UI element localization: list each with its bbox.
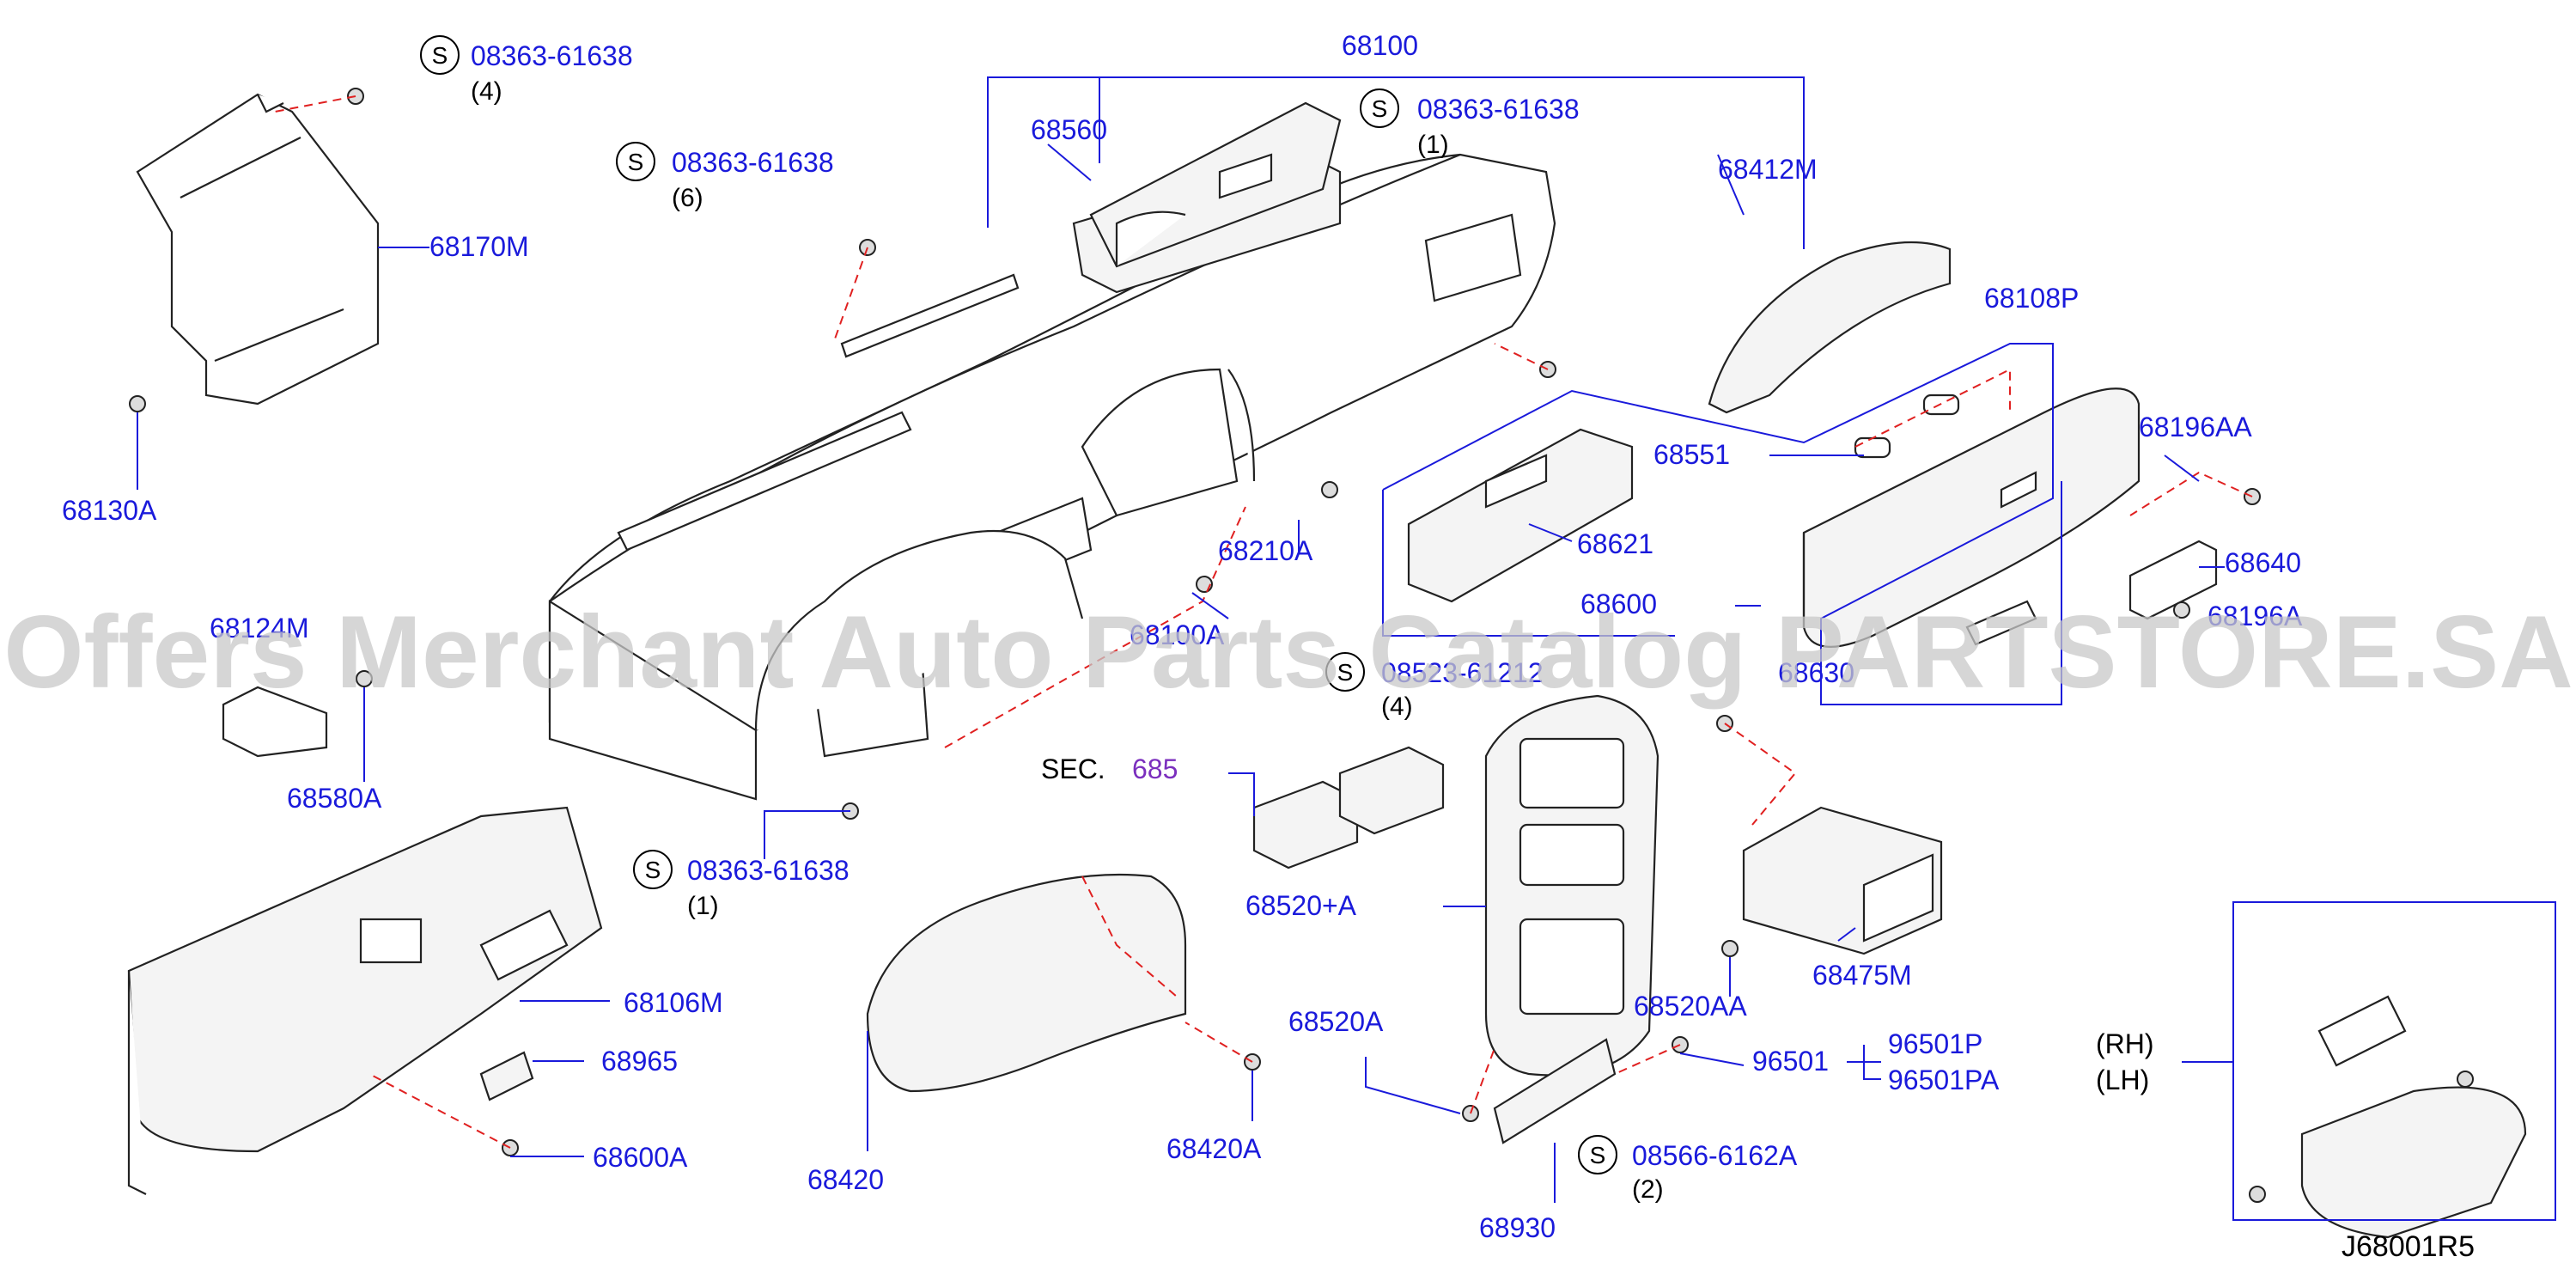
label-68520pa[interactable]: 68520+A [1245,890,1357,921]
part-number-labels: 68100 68560 68412M 68170M 68130A 68108P … [62,30,2303,1243]
center-bezel-drawing [1484,694,1659,1077]
svg-text:08363-61638: 08363-61638 [471,40,633,71]
screw-icon [1321,481,1338,498]
label-68124m[interactable]: 68124M [210,613,309,644]
label-68475m[interactable]: 68475M [1812,960,1912,991]
screw-icon [1721,940,1739,957]
inset-frame [2232,901,2556,1221]
label-68580a[interactable]: 68580A [287,783,382,814]
label-68420a[interactable]: 68420A [1166,1133,1262,1164]
finisher-drawing [1493,1038,1617,1144]
svg-text:(4): (4) [471,77,502,106]
label-68100[interactable]: 68100 [1342,30,1418,61]
label-68930[interactable]: 68930 [1479,1212,1556,1243]
clip-drawing [479,1051,534,1101]
screw-icon [129,395,146,412]
svg-text:S: S [628,149,644,175]
screw-callout-1[interactable]: S 08363-61638 (4) [420,35,633,106]
screw-callout-2[interactable]: S 08363-61638 (6) [616,142,834,212]
label-68560[interactable]: 68560 [1031,114,1107,145]
svg-text:(1): (1) [1417,131,1449,159]
lower-panel-drawing [127,806,603,1195]
screw-callout-6[interactable]: S 08566-6162A (2) [1578,1135,1798,1204]
svg-text:S: S [1337,659,1354,686]
svg-text:S: S [432,42,448,69]
screw-callout-4[interactable]: S 08523-61212 (4) [1325,652,1544,721]
svg-text:SEC.: SEC. [1041,753,1105,784]
label-68420[interactable]: 68420 [807,1164,884,1195]
svg-text:08363-61638: 08363-61638 [687,855,850,886]
alignment-lines [274,95,2253,1149]
label-68106m[interactable]: 68106M [624,987,723,1018]
meter-hood-drawing [866,873,1187,1093]
label-96501pa[interactable]: 96501PA [1888,1065,2000,1095]
svg-text:S: S [1372,95,1388,122]
glove-box-drawing [1802,387,2141,648]
svg-text:(4): (4) [1381,692,1413,721]
bumper-drawing [1854,393,1960,459]
lower-cover-drawing [1407,428,1634,603]
screw-icon [2457,1071,2474,1088]
watermark-text: Offers Merchant Auto Parts Catalog PARTS… [3,595,2573,710]
side-bracket-drawing [136,93,380,406]
label-68621[interactable]: 68621 [1577,528,1653,559]
svg-text:S: S [645,857,661,883]
svg-text:(2): (2) [1632,1175,1664,1204]
side-rh-label: (RH) [2096,1028,2154,1059]
label-68551[interactable]: 68551 [1653,439,1730,470]
label-68130a[interactable]: 68130A [62,495,157,526]
hinge-drawing [2128,540,2218,620]
svg-text:685: 685 [1132,753,1178,784]
svg-text:(6): (6) [672,184,703,212]
screw-callout-3[interactable]: S 08363-61638 (1) [1360,88,1580,159]
svg-text:08363-61638: 08363-61638 [1417,94,1580,125]
svg-text:S: S [1590,1142,1606,1168]
screw-icon [2173,601,2190,619]
label-68640[interactable]: 68640 [2225,547,2301,578]
label-68108p[interactable]: 68108P [1984,283,2079,314]
label-96501p[interactable]: 96501P [1888,1028,1982,1059]
label-68100a[interactable]: 68100A [1130,619,1225,650]
svg-text:08523-61212: 08523-61212 [1381,657,1544,688]
pocket-drawing [1742,806,1943,955]
center-vent-drawing [1089,101,1342,268]
meter-lid-drawing [1708,241,1952,414]
section-reference[interactable]: SEC. 685 [1041,753,1178,784]
svg-text:08363-61638: 08363-61638 [672,147,834,178]
label-68520aa[interactable]: 68520AA [1634,991,1747,1022]
screw-icon [2249,1186,2266,1203]
label-68196a[interactable]: 68196A [2208,601,2303,631]
svg-text:08566-6162A: 08566-6162A [1632,1140,1798,1171]
label-68412m[interactable]: 68412M [1718,154,1818,185]
label-68520a[interactable]: 68520A [1288,1006,1384,1037]
svg-text:(1): (1) [687,892,719,920]
label-68196aa[interactable]: 68196AA [2139,412,2252,442]
label-68210a[interactable]: 68210A [1218,535,1313,566]
label-68600[interactable]: 68600 [1580,589,1657,619]
label-68600a[interactable]: 68600A [593,1142,688,1173]
screw-callout-5[interactable]: S 08363-61638 (1) [633,850,850,920]
small-bracket-drawing [222,686,328,758]
screw-callouts: S 08363-61638 (4) S 08363-61638 (6) S 08… [420,35,1798,1204]
label-96501[interactable]: 96501 [1752,1046,1829,1077]
label-68630[interactable]: 68630 [1778,657,1854,688]
latch-drawing [1965,600,2037,646]
side-vents-drawing [1252,746,1445,869]
screw-icon [356,670,373,687]
inset-assembly-drawing [2300,995,2527,1239]
label-68965[interactable]: 68965 [601,1046,678,1077]
side-lh-label: (LH) [2096,1065,2149,1095]
diagram-code: J68001R5 [2342,1230,2475,1263]
leader-lines [137,76,2233,1203]
label-68170m[interactable]: 68170M [429,231,529,262]
